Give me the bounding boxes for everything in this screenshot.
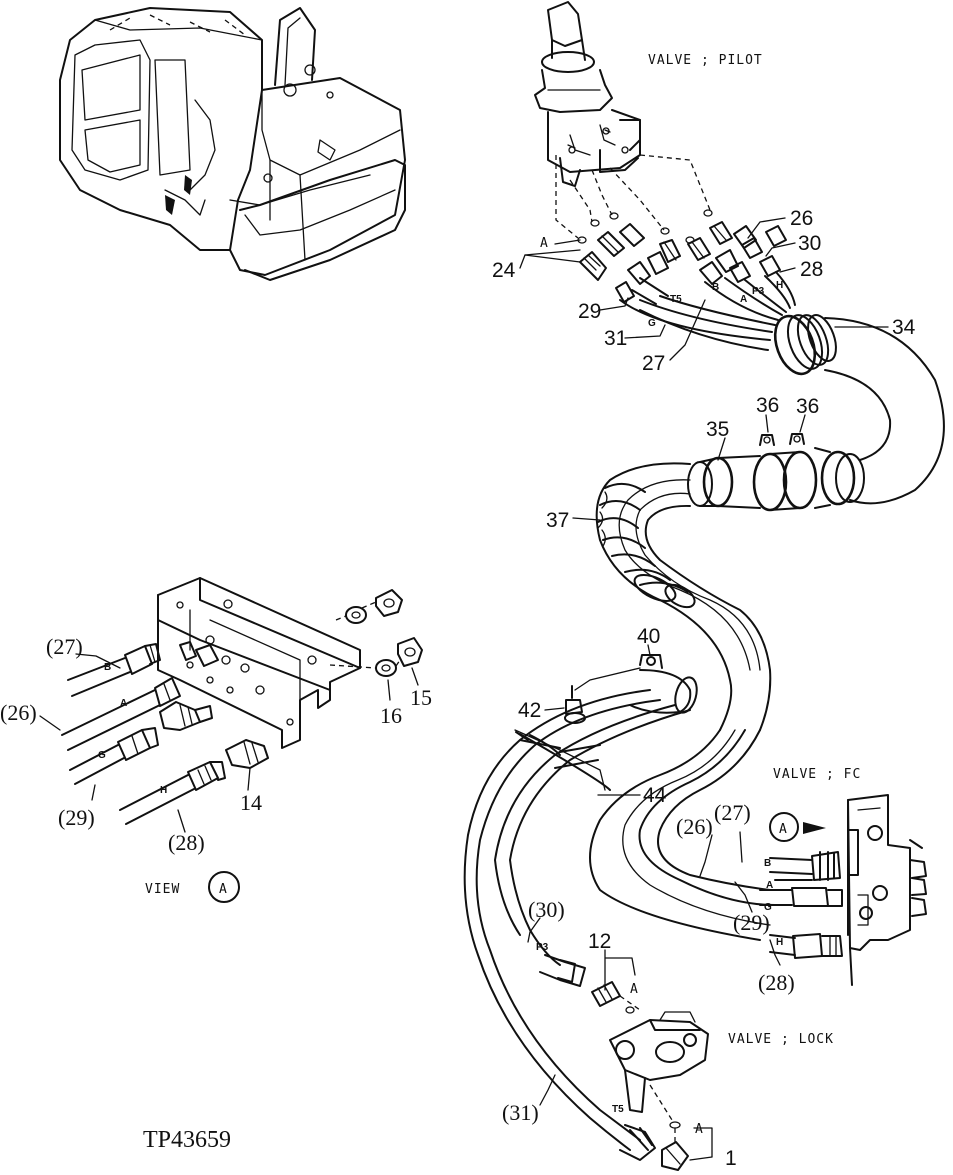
hose-letter-g-view: G [98, 750, 106, 761]
callout-27-fc: (27) [714, 800, 751, 825]
ref-a-bot: A [695, 1122, 704, 1137]
callout-27-top: 27 [642, 352, 665, 375]
hose-letter-b-view: B [104, 662, 111, 673]
hose-letter-p3-lock: P3 [536, 942, 549, 953]
view-callout-29: (29) [58, 805, 95, 830]
callout-36a: 36 [756, 394, 779, 417]
hose-letter-a-fc: A [766, 880, 773, 891]
hose-branches [463, 654, 776, 1151]
callout-24: 24 [492, 259, 516, 282]
view-callout-26: (26) [0, 700, 37, 725]
callout-34: 34 [892, 316, 916, 339]
excavator-illustration-icon [59, 7, 406, 281]
hose-letter-t5-top: T5 [670, 294, 682, 305]
callout-28-top: 28 [800, 258, 823, 281]
hose-letter-a-view: A [120, 698, 127, 709]
valve-fc-label: VALVE ; FC [773, 767, 861, 782]
hose-bundle-icon [595, 314, 945, 731]
hose-letter-g-top: G [648, 318, 656, 329]
view-a-detail [61, 577, 423, 903]
leader-lines [39, 217, 889, 1161]
hose-letter-p3-top: P3 [752, 286, 765, 297]
hose-letter-b-top: B [712, 282, 719, 293]
callout-26-fc: (26) [676, 814, 713, 839]
lock-valve-icon [539, 954, 709, 1171]
hose-letter-g-fc: G [764, 902, 772, 913]
callout-28-fc: (28) [758, 970, 795, 995]
pilot-fittings [579, 221, 796, 351]
callout-12: 12 [588, 930, 611, 953]
callout-35: 35 [706, 418, 729, 441]
valve-lock-label: VALVE ; LOCK [728, 1032, 834, 1047]
callout-31-lock: (31) [502, 1100, 539, 1125]
callout-36b: 36 [796, 395, 819, 418]
callout-30-top: 30 [798, 232, 821, 255]
view-label: VIEW [145, 882, 180, 897]
valve-pilot-label: VALVE ; PILOT [648, 53, 763, 68]
ref-a-mid: A [630, 982, 639, 997]
callout-29-fc: (29) [733, 910, 770, 935]
callout-42: 42 [518, 699, 541, 722]
hose-letter-h-view: H [160, 785, 167, 796]
fc-valve-icon [759, 794, 927, 986]
hose-letter-h-top: H [776, 280, 783, 291]
callout-31-top: 31 [604, 327, 627, 350]
view-callout-14: 14 [240, 790, 262, 815]
ref-a-top: A [540, 236, 549, 251]
view-callout-16: 16 [380, 703, 402, 728]
view-callout-28: (28) [168, 830, 205, 855]
callout-1: 1 [725, 1147, 737, 1170]
callout-29-top: 29 [578, 300, 601, 323]
view-circle-letter: A [219, 882, 228, 897]
hose-letter-b-fc: B [764, 858, 771, 869]
hose-letter-a-top: A [740, 294, 747, 305]
callout-37: 37 [546, 509, 569, 532]
hose-letter-h-fc: H [776, 937, 783, 948]
text-layer: VALVE ; PILOT VALVE ; FC VALVE ; LOCK VI… [0, 53, 916, 1170]
drawing-number: TP43659 [143, 1127, 231, 1153]
callout-40: 40 [637, 625, 660, 648]
callout-30-lock: (30) [528, 897, 565, 922]
hose-letter-t5-lock: T5 [612, 1104, 624, 1115]
pilot-valve-icon [534, 1, 713, 244]
view-callout-27: (27) [46, 634, 83, 659]
fc-circle-letter: A [779, 822, 788, 837]
callout-26-top: 26 [790, 207, 813, 230]
view-callout-15: 15 [410, 685, 432, 710]
callout-44: 44 [643, 784, 667, 807]
